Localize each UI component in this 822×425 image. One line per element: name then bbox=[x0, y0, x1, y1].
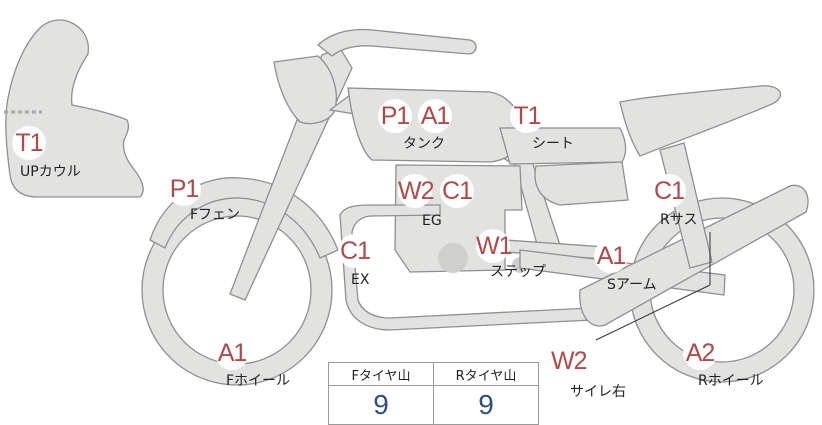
label-up-cowl: UPカウル bbox=[20, 164, 81, 180]
code-side-right: W2 bbox=[551, 344, 588, 378]
label-front-wheel: Fホイール bbox=[226, 373, 291, 389]
code-seat: T1 bbox=[510, 99, 544, 133]
label-step: ステップ bbox=[490, 264, 546, 280]
code-tank-1: P1 bbox=[378, 99, 412, 133]
code-exhaust: C1 bbox=[338, 234, 372, 268]
front-tread-value: 9 bbox=[328, 385, 434, 425]
code-up-cowl: T1 bbox=[12, 126, 46, 160]
rear-tread-header: Rタイヤ山 bbox=[433, 362, 539, 386]
tread-depth-table: Fタイヤ山 Rタイヤ山 9 9 bbox=[328, 362, 539, 425]
label-engine: EG bbox=[422, 213, 442, 229]
label-rear-wheel: Rホイール bbox=[698, 373, 764, 389]
label-side-right: サイレ右 bbox=[570, 384, 626, 400]
label-swing-arm: Sアーム bbox=[607, 277, 657, 293]
code-rear-wheel: A2 bbox=[683, 336, 717, 370]
code-front-fender: P1 bbox=[167, 172, 201, 206]
label-tank: タンク bbox=[403, 136, 445, 152]
code-step: W1 bbox=[476, 229, 513, 263]
code-engine-1: W2 bbox=[398, 174, 435, 208]
front-tread-header: Fタイヤ山 bbox=[328, 362, 434, 386]
label-rear-susp: Rサス bbox=[660, 212, 698, 228]
rear-tread-value: 9 bbox=[433, 385, 539, 425]
code-tank-2: A1 bbox=[418, 99, 452, 133]
label-exhaust: EX bbox=[351, 272, 370, 288]
code-engine-2: C1 bbox=[440, 174, 474, 208]
code-swing-arm: A1 bbox=[594, 239, 628, 273]
code-rear-susp: C1 bbox=[652, 174, 686, 208]
label-front-fender: Fフェン bbox=[190, 207, 241, 223]
headlight-shape bbox=[273, 55, 337, 125]
exhaust-shape bbox=[339, 204, 593, 331]
label-seat: シート bbox=[532, 136, 574, 152]
code-front-wheel: A1 bbox=[215, 336, 249, 370]
